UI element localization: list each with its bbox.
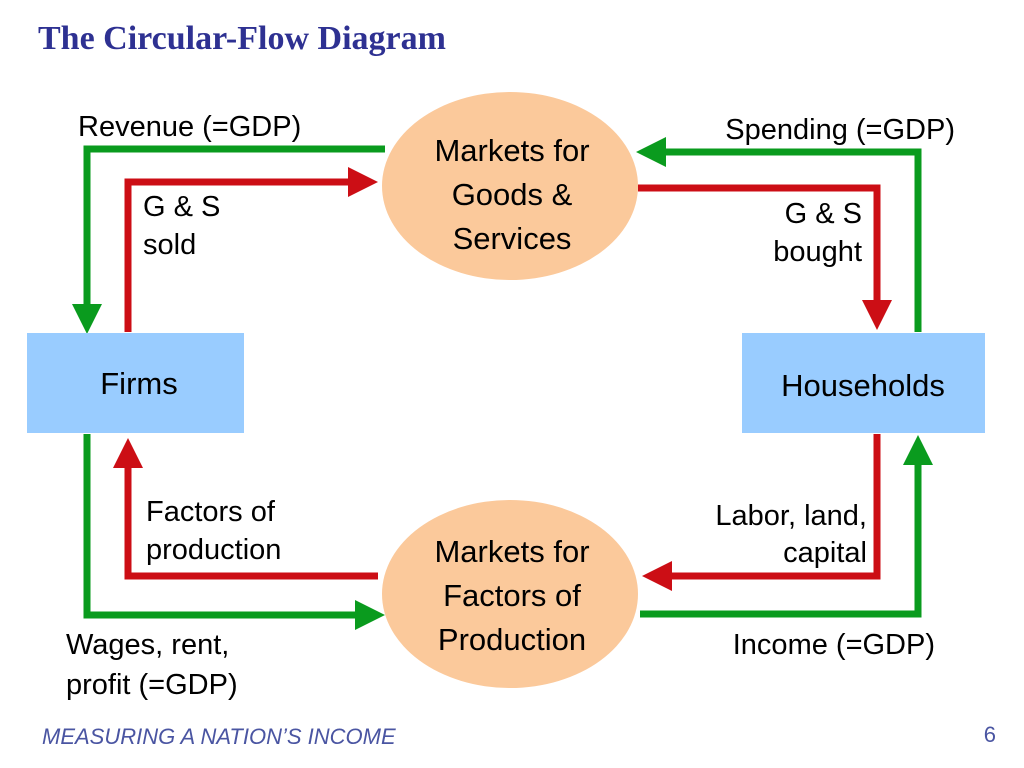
- footer-text: MEASURING A NATION’S INCOME: [42, 724, 396, 749]
- labor-label-line1: Labor, land,: [715, 500, 867, 532]
- labor-flow-arrow: [642, 434, 881, 591]
- factors-label-line1: Factors of: [146, 496, 276, 528]
- gs-sold-label-line2: sold: [143, 229, 196, 261]
- income-label: Income (=GDP): [733, 629, 935, 661]
- revenue-label: Revenue (=GDP): [78, 111, 301, 143]
- firms-box: Firms: [27, 333, 244, 433]
- factor-market-label-line1: Markets for: [434, 534, 589, 569]
- factors-label-line2: production: [146, 534, 281, 566]
- goods-market-label-line3: Services: [453, 221, 572, 256]
- gs-bought-label-line2: bought: [773, 236, 862, 268]
- wages-flow-arrow: [83, 434, 385, 630]
- goods-market-oval: Markets for Goods & Services: [382, 92, 638, 280]
- income-flow-arrow: [640, 435, 933, 618]
- gs-sold-flow-arrow: [124, 167, 378, 332]
- goods-market-label-line1: Markets for: [434, 133, 589, 168]
- households-label: Households: [781, 368, 945, 403]
- firms-label: Firms: [100, 366, 177, 401]
- goods-market-label-line2: Goods &: [452, 177, 573, 212]
- revenue-flow-arrow: [72, 145, 385, 334]
- households-box: Households: [742, 333, 985, 433]
- slide-title: The Circular-Flow Diagram: [38, 20, 446, 57]
- page-number: 6: [983, 722, 996, 747]
- spending-label: Spending (=GDP): [725, 114, 955, 146]
- gs-sold-label-line1: G & S: [143, 191, 220, 223]
- gs-bought-label-line1: G & S: [785, 198, 862, 230]
- labor-label-line2: capital: [783, 537, 867, 569]
- gs-bought-flow-arrow: [638, 184, 892, 330]
- factor-market-label-line2: Factors of: [443, 578, 581, 613]
- factors-flow-arrow: [113, 438, 378, 580]
- factor-market-label-line3: Production: [438, 622, 586, 657]
- spending-flow-arrow: [636, 137, 922, 332]
- factor-market-oval: Markets for Factors of Production: [382, 500, 638, 688]
- wages-label-line1: Wages, rent,: [66, 629, 229, 661]
- wages-label-line2: profit (=GDP): [66, 669, 238, 701]
